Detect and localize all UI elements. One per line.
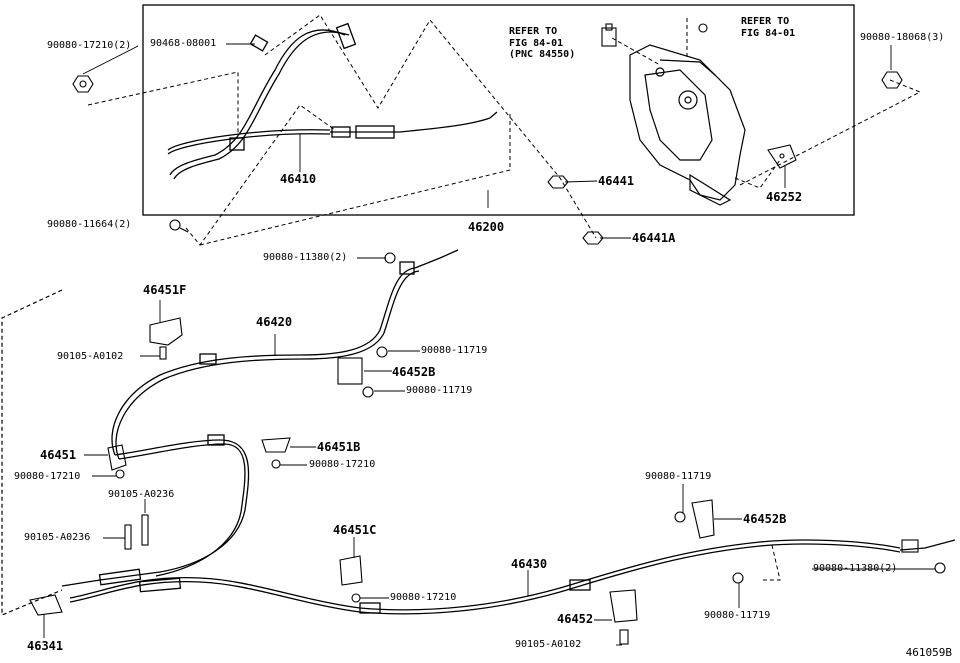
label-90080-17210-mid: 90080-17210 [309,459,376,470]
label-90105-a0236-a: 90105-A0236 [108,489,175,500]
refer-left-line-1: REFER TO [509,26,558,37]
refer-right-line-1: REFER TO [741,16,790,27]
label-90105-a0102-low: 90105-A0102 [515,639,582,650]
label-46452: 46452 [557,612,594,626]
label-46452b-top: 46452B [392,365,436,379]
label-90080-11719-c: 90080-11719 [645,471,712,482]
refer-left-line-3: (PNC 84550) [509,49,576,60]
assembly-frame [142,4,855,216]
bolt-90105-a0236-b [141,514,149,546]
nut-90080-17210 [72,75,94,93]
bracket-46452b-right [691,499,715,539]
label-90080-17210-2: 90080-17210(2) [47,40,132,51]
refer-note-right: REFER TO FIG 84-01 [741,16,795,39]
label-90468-08001: 90468-08001 [150,38,217,49]
label-46452b-right: 46452B [743,512,787,526]
label-90105-a0236-b: 90105-A0236 [24,532,91,543]
label-46451: 46451 [40,448,77,462]
bracket-46451f [149,317,183,346]
lower-hardware [29,252,946,645]
label-46200: 46200 [468,220,505,234]
label-46252: 46252 [766,190,803,204]
label-90080-11380-2-top: 90080-11380(2) [263,252,348,263]
refer-left-line-2: FIG 84-01 [509,37,564,49]
label-90080-11719-a: 90080-11719 [421,345,488,356]
refer-right-line-2: FIG 84-01 [741,27,796,39]
label-46420: 46420 [256,315,293,329]
label-90080-18068-3: 90080-18068(3) [860,32,945,43]
leader-lines [87,14,922,581]
label-90080-17210-left: 90080-17210 [14,471,81,482]
cable-46420 [61,249,459,587]
nut-46441a [582,231,604,245]
label-90080-11664-2: 90080-11664(2) [47,219,132,230]
label-90080-17210-low: 90080-17210 [390,592,457,603]
label-46451b: 46451B [317,440,361,454]
label-90080-11719-d: 90080-11719 [704,610,771,621]
refer-note-left: REFER TO FIG 84-01 (PNC 84550) [509,26,575,61]
label-46441: 46441 [598,174,635,188]
nut-90080-18068 [881,71,903,89]
bracket-46451b [261,437,291,453]
label-46341: 46341 [27,639,64,653]
label-46430: 46430 [511,557,548,571]
bracket-46252 [767,144,797,169]
label-90080-11380-2-right: 90080-11380(2) [813,563,898,574]
lower-assembly-bracket [1,289,63,616]
nut-46441 [547,175,569,189]
solid-leaders [43,43,935,646]
parking-brake-pedal [629,44,746,206]
label-46410: 46410 [280,172,317,186]
cable-46410 [167,22,498,180]
clamp-46451 [107,444,127,471]
bracket-46341 [29,594,63,616]
label-46441a: 46441A [632,231,676,245]
bracket-46452 [609,589,638,623]
bolt-90080-11664 [169,219,181,231]
label-46451f: 46451F [143,283,187,297]
bracket-46452b-upper [337,357,363,385]
label-90105-a0102-top: 90105-A0102 [57,351,124,362]
small-fasteners [72,23,903,245]
label-90080-11719-b: 90080-11719 [406,385,473,396]
cable-46430 [69,539,956,615]
clip-84550 [601,23,617,47]
figure-code: 461059B [905,646,952,659]
label-46451c: 46451C [333,523,377,537]
bolt-90105-a0236-a [124,524,132,550]
bracket-46451c [339,555,363,586]
